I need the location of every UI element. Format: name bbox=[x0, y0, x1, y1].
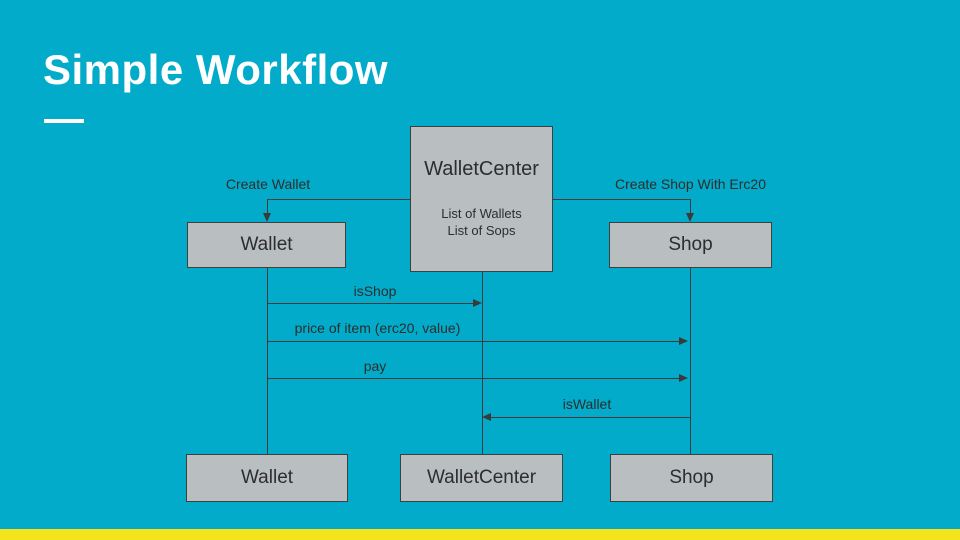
walletcenter-lifeline bbox=[482, 272, 483, 454]
create-shop-connector-horizontal bbox=[553, 199, 690, 200]
create-shop-connector-vertical bbox=[690, 199, 691, 214]
is-wallet-edge-label: isWallet bbox=[562, 396, 612, 412]
price-of-item-arrowhead-icon bbox=[679, 337, 688, 345]
walletcenter-subline-2: List of Sops bbox=[447, 223, 516, 238]
node-wallet-bottom: Wallet bbox=[186, 454, 348, 502]
page-title: Simple Workflow bbox=[43, 46, 389, 93]
create-shop-arrowhead-icon bbox=[686, 213, 694, 222]
is-wallet-arrowhead-icon bbox=[482, 413, 491, 421]
node-shop-bottom-label: Shop bbox=[669, 467, 714, 488]
create-wallet-edge-label: Create Wallet bbox=[225, 176, 311, 192]
node-walletcenter-bottom: WalletCenter bbox=[400, 454, 563, 502]
create-wallet-connector-horizontal bbox=[267, 199, 410, 200]
node-wallet-top: Wallet bbox=[187, 222, 346, 268]
price-of-item-arrow-line bbox=[267, 341, 679, 342]
is-shop-arrowhead-icon bbox=[473, 299, 482, 307]
node-wallet-top-label: Wallet bbox=[240, 234, 293, 255]
is-wallet-arrow-line bbox=[491, 417, 690, 418]
node-walletcenter-top-label: WalletCenter bbox=[424, 158, 539, 180]
node-walletcenter-top: WalletCenter List of Wallets List of Sop… bbox=[410, 126, 553, 272]
create-wallet-connector-vertical bbox=[267, 199, 268, 214]
node-walletcenter-bottom-label: WalletCenter bbox=[426, 467, 537, 488]
is-shop-arrow-line bbox=[267, 303, 474, 304]
node-shop-bottom: Shop bbox=[610, 454, 773, 502]
node-shop-top: Shop bbox=[609, 222, 772, 268]
price-of-item-edge-label: price of item (erc20, value) bbox=[294, 320, 461, 336]
create-shop-edge-label: Create Shop With Erc20 bbox=[615, 176, 766, 192]
title-underline-dash bbox=[44, 119, 84, 123]
wallet-lifeline bbox=[267, 268, 268, 454]
is-shop-edge-label: isShop bbox=[353, 283, 397, 299]
footer-accent-bar bbox=[0, 529, 960, 540]
shop-lifeline bbox=[690, 268, 691, 454]
walletcenter-subline-1: List of Wallets bbox=[441, 206, 522, 221]
pay-arrow-line bbox=[267, 378, 679, 379]
pay-arrowhead-icon bbox=[679, 374, 688, 382]
pay-edge-label: pay bbox=[363, 358, 387, 374]
node-wallet-bottom-label: Wallet bbox=[240, 467, 294, 488]
node-shop-top-label: Shop bbox=[668, 234, 713, 255]
node-walletcenter-sublines: List of Wallets List of Sops bbox=[441, 205, 521, 239]
create-wallet-arrowhead-icon bbox=[263, 213, 271, 222]
